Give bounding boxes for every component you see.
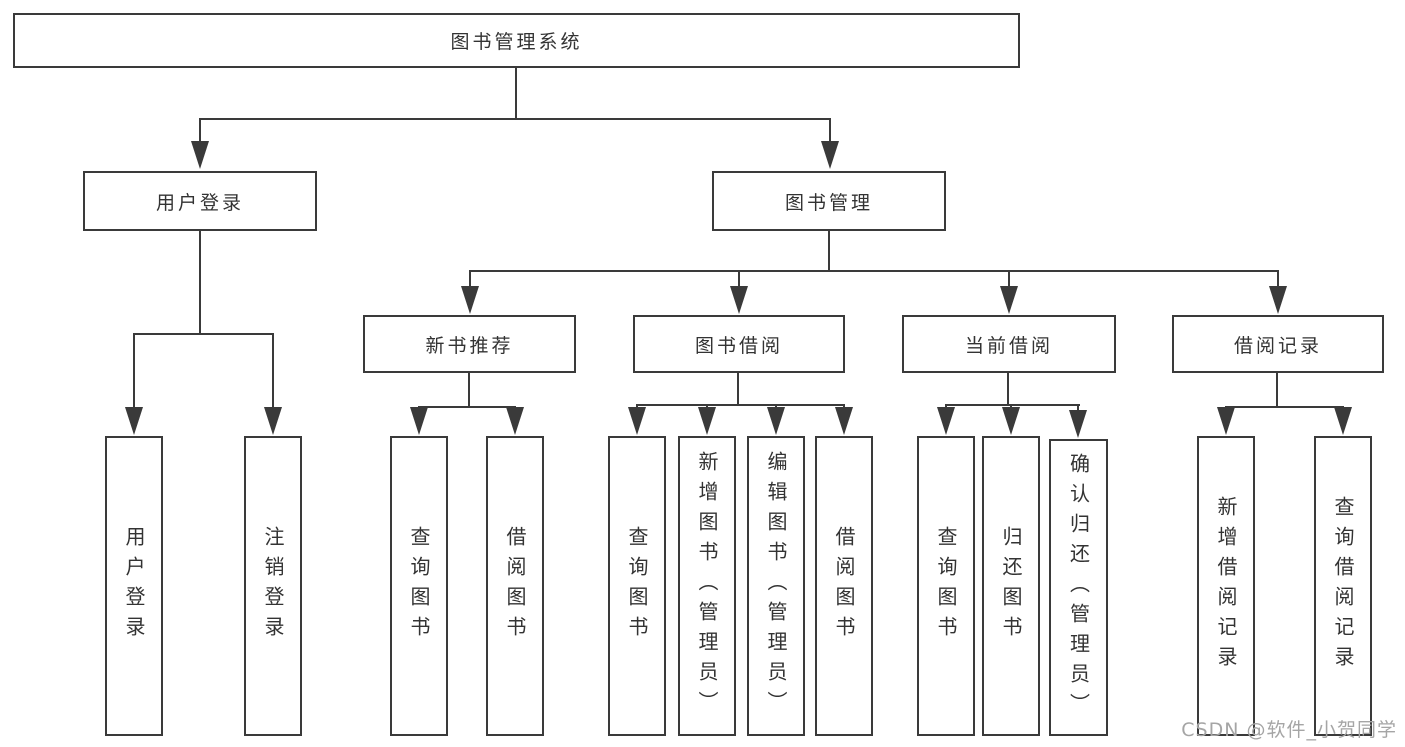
node-label: 当前借阅 — [964, 334, 1053, 357]
leaf-borrow-books-recommend: 借阅图书 — [486, 436, 544, 736]
leaf-edit-books-admin: 编辑图书（管理员） — [747, 436, 805, 736]
node-label: 新增图书（管理员） — [695, 451, 719, 721]
node-new-book-recommend: 新书推荐 — [363, 315, 576, 373]
node-label: 借阅记录 — [1233, 334, 1322, 357]
node-label: 确认归还（管理员） — [1066, 452, 1091, 723]
node-label: 图书管理系统 — [450, 31, 583, 53]
node-user-login: 用户登录 — [83, 171, 317, 231]
node-label: 归还图书 — [999, 526, 1023, 646]
leaf-user-login: 用户登录 — [105, 436, 163, 736]
leaf-query-books-borrow: 查询图书 — [608, 436, 666, 736]
node-label: 查询图书 — [934, 526, 958, 646]
csdn-watermark: CSDN @软件_小贺同学 — [1181, 719, 1397, 741]
leaf-confirm-return-admin: 确认归还（管理员） — [1049, 439, 1108, 736]
node-label: 新增借阅记录 — [1214, 496, 1238, 676]
node-label: 借阅图书 — [503, 526, 527, 646]
leaf-borrow-books: 借阅图书 — [815, 436, 873, 736]
node-label: 查询图书 — [407, 526, 431, 646]
node-borrow-records: 借阅记录 — [1172, 315, 1384, 373]
leaf-query-books-current: 查询图书 — [917, 436, 975, 736]
node-label: 用户登录 — [122, 526, 146, 646]
leaf-logout: 注销登录 — [244, 436, 302, 736]
node-current-borrow: 当前借阅 — [902, 315, 1116, 373]
node-label: 借阅图书 — [832, 526, 856, 646]
node-label: 查询图书 — [625, 526, 649, 646]
node-label: 用户登录 — [155, 191, 244, 214]
leaf-query-borrow-record: 查询借阅记录 — [1314, 436, 1372, 736]
node-label: 编辑图书（管理员） — [764, 451, 788, 721]
node-label: 图书借阅 — [694, 334, 783, 357]
leaf-add-borrow-record: 新增借阅记录 — [1197, 436, 1255, 736]
node-book-management: 图书管理 — [712, 171, 946, 231]
leaf-query-books-recommend: 查询图书 — [390, 436, 448, 736]
leaf-return-books: 归还图书 — [982, 436, 1040, 736]
node-book-borrow: 图书借阅 — [633, 315, 845, 373]
leaf-add-books-admin: 新增图书（管理员） — [678, 436, 736, 736]
node-label: 新书推荐 — [425, 334, 514, 357]
node-root-system: 图书管理系统 — [13, 13, 1020, 68]
node-label: 注销登录 — [261, 526, 285, 646]
node-label: 图书管理 — [784, 191, 873, 214]
node-label: 查询借阅记录 — [1331, 496, 1355, 676]
